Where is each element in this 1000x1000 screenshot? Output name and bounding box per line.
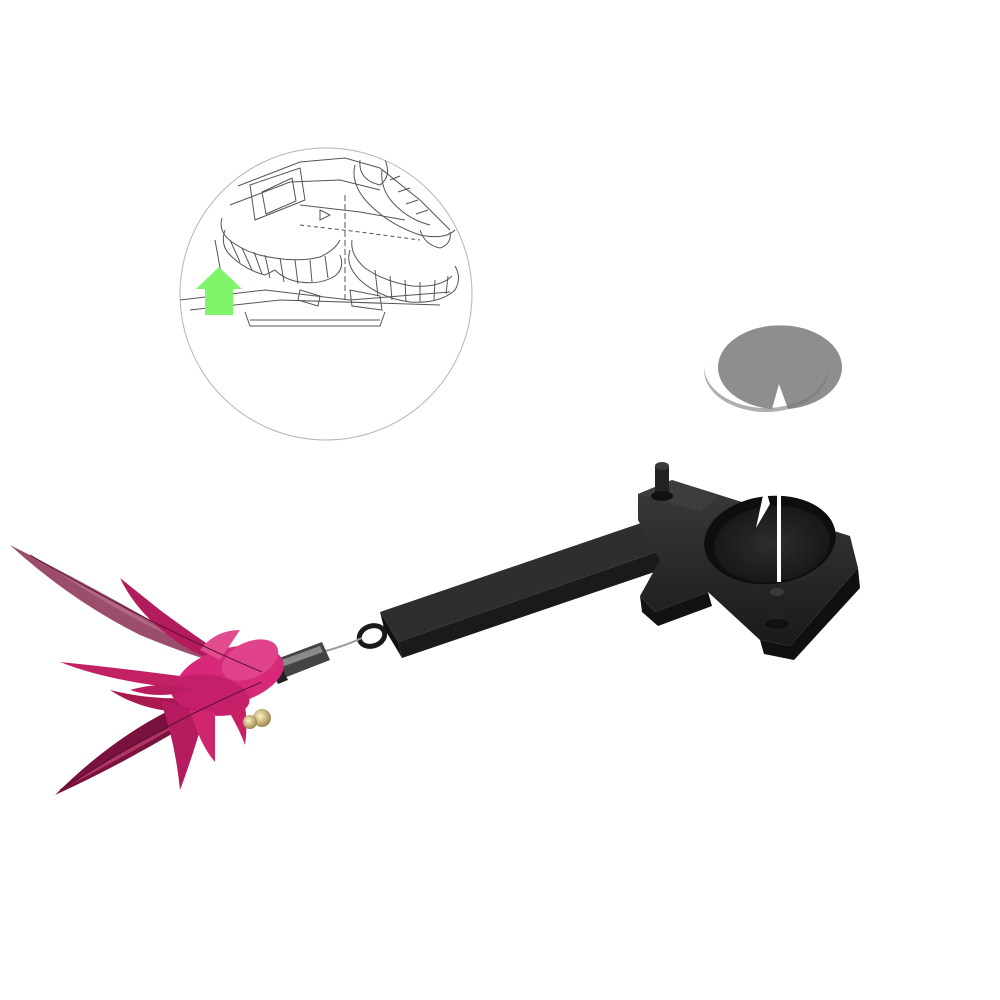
detail-circle-outline [179,147,473,441]
detail-inset [179,147,473,441]
magnetic-disc [704,325,842,412]
wire [321,637,363,653]
bell-icon [253,709,271,727]
feather-toy [10,545,284,795]
up-arrow-icon [196,267,242,315]
alignment-guide [756,480,781,582]
detail-line-art [180,157,459,327]
feather-holder [356,462,860,660]
bell-icon [243,715,257,729]
